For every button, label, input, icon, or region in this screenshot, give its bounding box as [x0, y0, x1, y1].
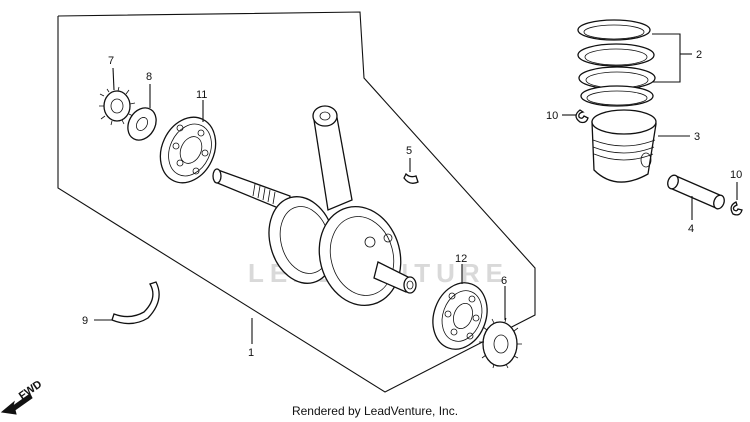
- part-8-washer[interactable]: [122, 103, 162, 145]
- part-1-crankshaft[interactable]: [212, 105, 417, 315]
- callout-6: 6: [501, 275, 507, 287]
- callout-8: 8: [146, 71, 152, 83]
- callout-3: 3: [694, 131, 700, 143]
- callout-10-right: 10: [730, 169, 742, 181]
- callout-9: 9: [82, 315, 88, 327]
- callout-2: 2: [696, 49, 702, 61]
- footer-credit: Rendered by LeadVenture, Inc.: [291, 404, 459, 418]
- part-9-clip[interactable]: [111, 281, 160, 325]
- callout-4: 4: [688, 223, 694, 235]
- part-10-clip-left[interactable]: [575, 109, 589, 124]
- callout-7: 7: [108, 55, 114, 67]
- part-11-bearing[interactable]: [150, 108, 226, 192]
- callout-5: 5: [406, 145, 412, 157]
- part-2-piston-rings[interactable]: [577, 19, 656, 107]
- callout-11: 11: [196, 89, 207, 101]
- bracket-2: [652, 33, 681, 83]
- part-6-sprocket[interactable]: [479, 317, 522, 369]
- part-12-bearing[interactable]: [424, 275, 496, 357]
- part-5-key[interactable]: [403, 172, 419, 184]
- callout-1: 1: [248, 347, 254, 359]
- part-10-clip-right[interactable]: [730, 201, 743, 216]
- leader-7: [112, 67, 115, 91]
- part-7-gear[interactable]: [99, 86, 136, 126]
- assembly-boundary: [57, 11, 536, 393]
- part-4-piston-pin[interactable]: [666, 174, 726, 211]
- callout-10-left: 10: [546, 110, 558, 122]
- part-3-piston[interactable]: [591, 109, 657, 183]
- callout-12: 12: [455, 253, 467, 265]
